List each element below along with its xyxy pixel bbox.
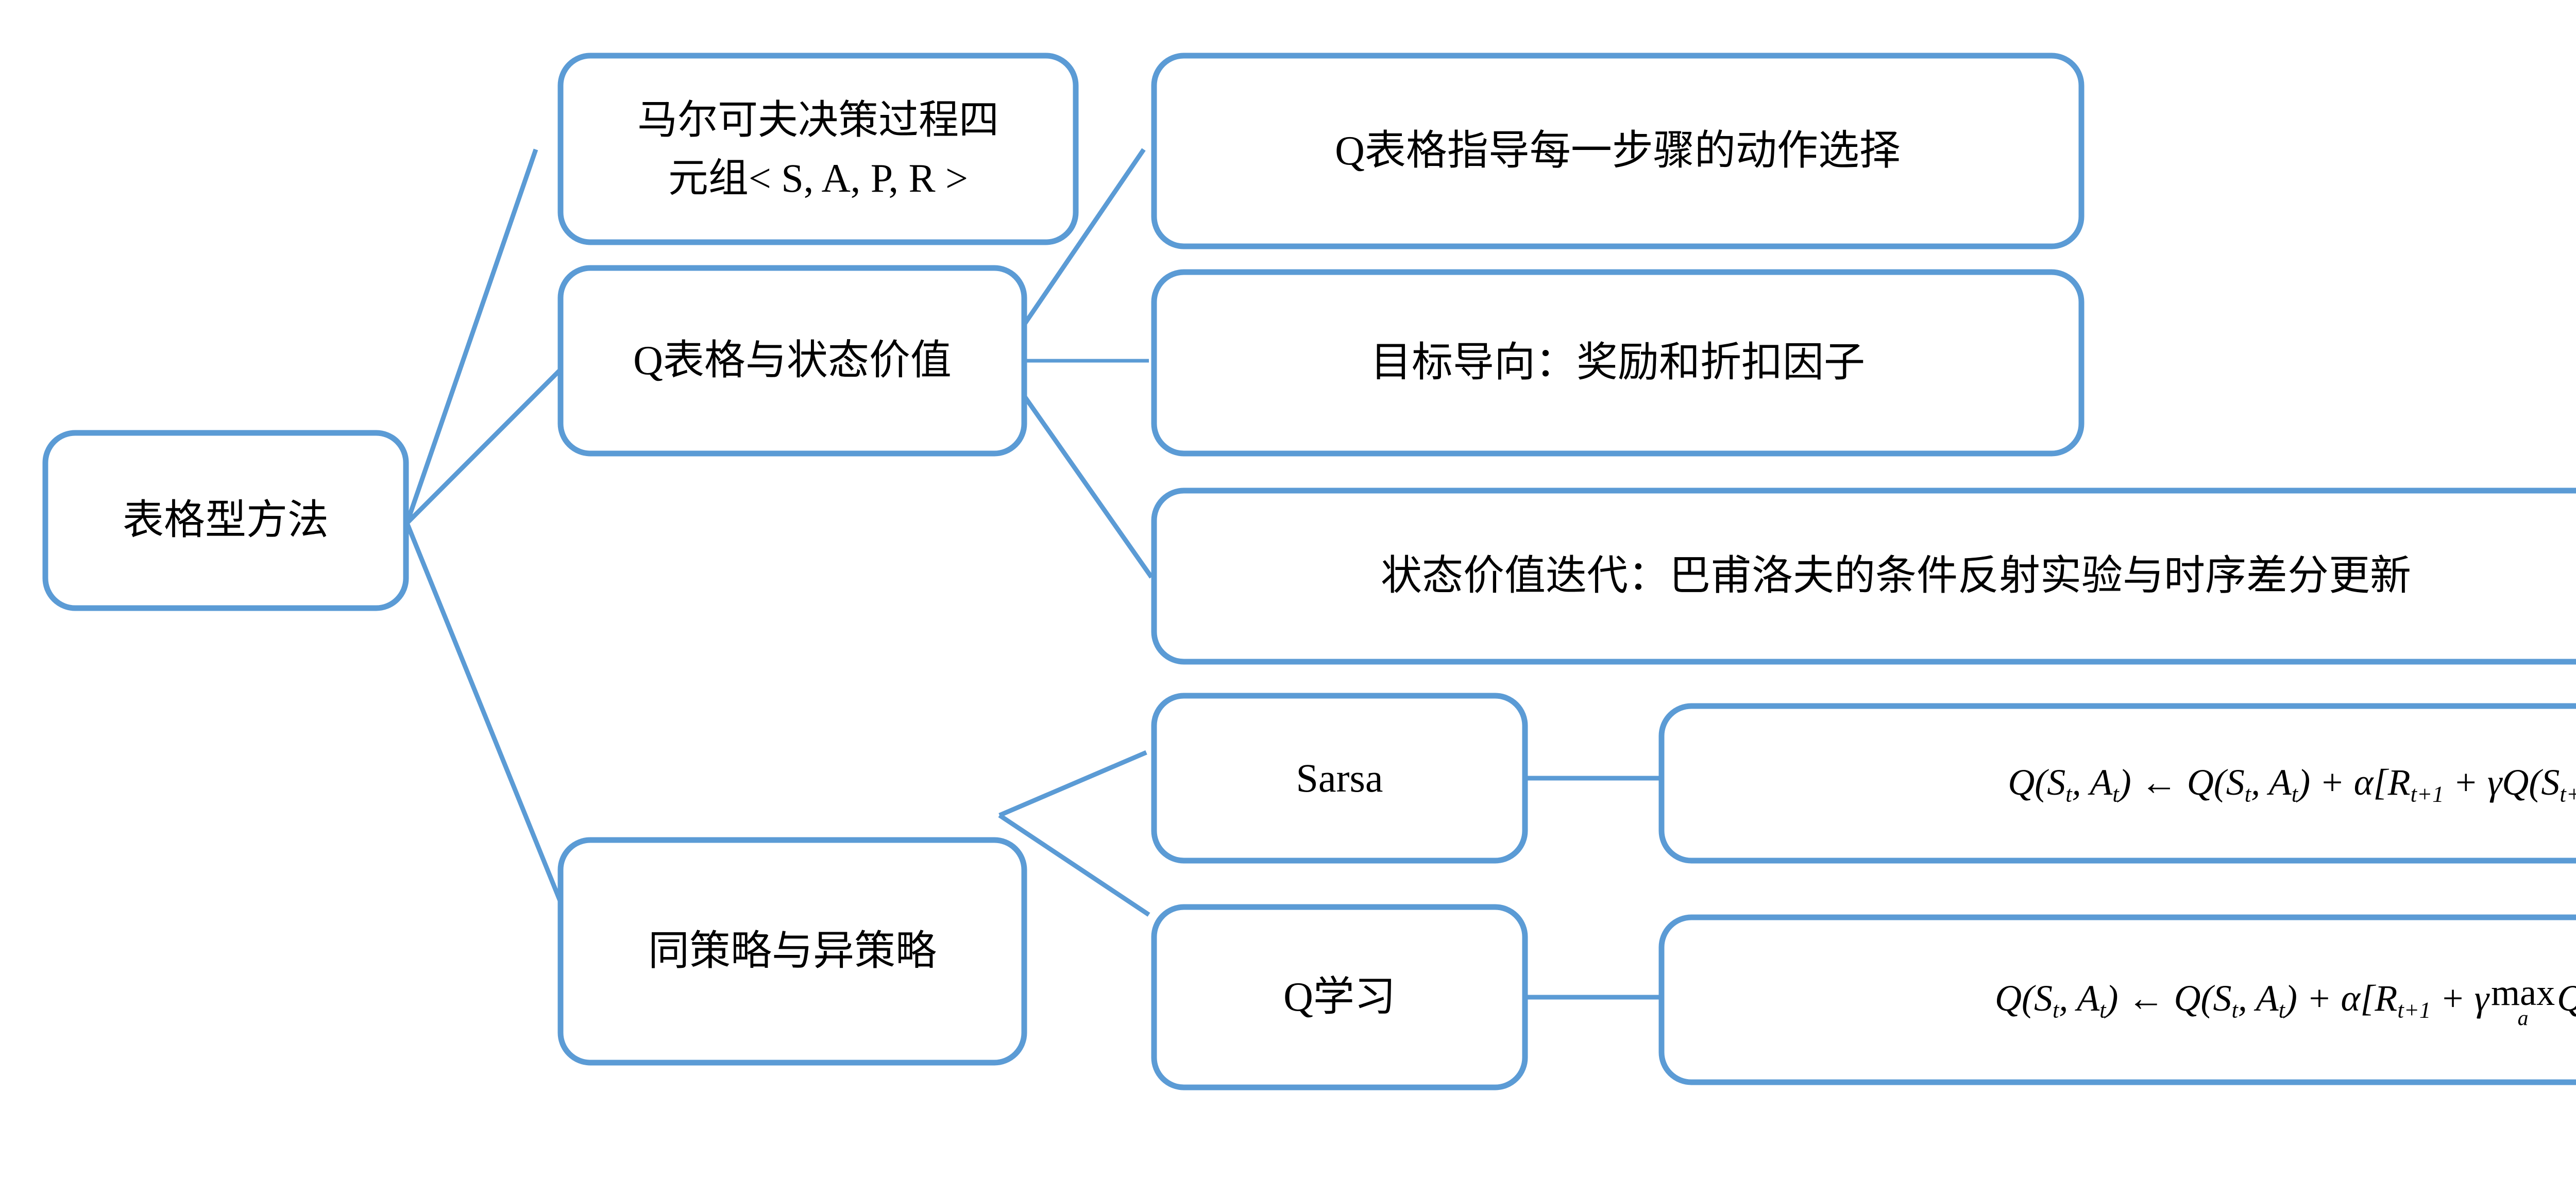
- node-box-q-table-guides-action[interactable]: [1151, 53, 2084, 249]
- connector-onoffpolicy-to-qlearning: [998, 813, 1150, 917]
- node-box-q-learning[interactable]: [1151, 904, 1528, 1090]
- connector-root-to-onoffpolicy: [404, 522, 569, 918]
- node-box-q-table-state-value[interactable]: [557, 265, 1027, 457]
- connector-group-root: [404, 148, 569, 918]
- node-box-goal-oriented[interactable]: [1151, 269, 2084, 457]
- connector-root-to-qtable: [405, 364, 566, 525]
- node-box-mdp[interactable]: [557, 53, 1079, 245]
- node-box-state-value-iteration[interactable]: [1151, 488, 2576, 665]
- connector-group-formulas: [1522, 776, 1664, 1000]
- connector-onoffpolicy-to-sarsa: [998, 750, 1147, 818]
- node-box-sarsa[interactable]: [1151, 693, 1528, 864]
- connector-group-onoffpolicy: [998, 750, 1150, 917]
- node-box-sarsa-formula[interactable]: [1658, 703, 2576, 864]
- node-box-on-off-policy[interactable]: [557, 837, 1027, 1066]
- connector-root-to-mdp: [404, 148, 538, 524]
- node-box-q-learning-formula[interactable]: [1658, 914, 2576, 1085]
- node-box-root[interactable]: [42, 430, 409, 611]
